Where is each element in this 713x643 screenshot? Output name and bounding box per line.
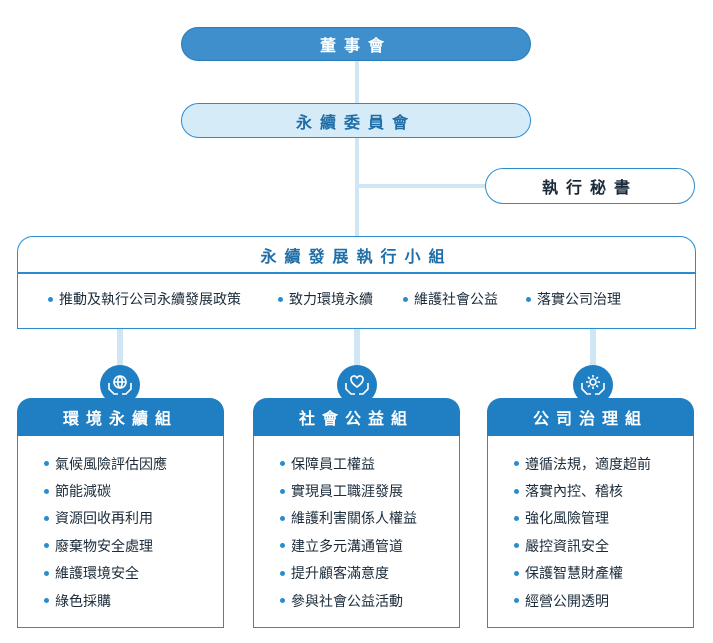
bullet-icon [44, 598, 49, 604]
bullet-icon [514, 598, 519, 604]
list-item: 提升顧客滿意度 [280, 560, 417, 587]
bullet-icon [280, 515, 285, 521]
bullet-icon [514, 488, 519, 494]
list-item: 維護利害關係人權益 [280, 505, 417, 532]
list-item: 節能減碳 [44, 477, 167, 504]
list-item: 參與社會公益活動 [280, 587, 417, 614]
bullet-icon [514, 461, 519, 467]
bullet-icon [280, 461, 285, 467]
team-title: 永續發展執行小組 [260, 247, 453, 266]
team-task-2: 致力環境永續 [278, 289, 373, 309]
bullet-icon [44, 543, 49, 549]
list-item: 強化風險管理 [514, 505, 651, 532]
list-item: 綠色採購 [44, 587, 167, 614]
bullet-icon [48, 296, 53, 302]
team-task-3: 維護社會公益 [403, 289, 498, 309]
group-env-title: 環境永續組 [62, 409, 178, 428]
team-task-4: 落實公司治理 [526, 289, 621, 309]
list-item: 經營公開透明 [514, 587, 651, 614]
bullet-icon [514, 515, 519, 521]
group-social-title: 社會公益組 [298, 409, 414, 428]
bullet-icon [280, 543, 285, 549]
list-item: 維護環境安全 [44, 560, 167, 587]
connector-board-committee [355, 60, 359, 104]
group-social-box: 保障員工權益 實現員工職涯發展 維護利害關係人權益 建立多元溝通管道 提升顧客滿… [253, 436, 460, 628]
group-env-header: 環境永續組 [17, 398, 224, 436]
bullet-icon [514, 543, 519, 549]
secretary-node: 執行秘書 [485, 168, 695, 204]
list-item: 落實內控、稽核 [514, 477, 651, 504]
team-task-1: 推動及執行公司永續發展政策 [48, 289, 241, 309]
group-gov-box: 遵循法規，適度超前 落實內控、稽核 強化風險管理 嚴控資訊安全 保護智慧財產權 … [487, 436, 694, 628]
group-env-box: 氣候風險評估因應 節能減碳 資源回收再利用 廢棄物安全處理 維護環境安全 綠色採… [17, 436, 224, 628]
bullet-icon [278, 296, 283, 302]
bullet-icon [44, 570, 49, 576]
list-item: 保障員工權益 [280, 450, 417, 477]
bullet-icon [403, 296, 408, 302]
committee-label: 永續委員會 [295, 112, 416, 132]
group-gov-header: 公司治理組 [487, 398, 694, 436]
board-node: 董事會 [181, 27, 531, 61]
connector-team-gov [590, 328, 596, 376]
bullet-icon [280, 570, 285, 576]
team-divider [18, 272, 695, 274]
bullet-icon [44, 461, 49, 467]
committee-node: 永續委員會 [181, 103, 531, 138]
connector-secretary [355, 184, 487, 188]
bullet-icon [526, 296, 531, 302]
team-box: 永續發展執行小組 推動及執行公司永續發展政策 致力環境永續 維護社會公益 落實公… [17, 236, 696, 329]
list-item: 廢棄物安全處理 [44, 532, 167, 559]
list-item: 保護智慧財產權 [514, 560, 651, 587]
list-item: 資源回收再利用 [44, 505, 167, 532]
group-gov-title: 公司治理組 [532, 409, 648, 428]
connector-team-social [354, 328, 360, 376]
bullet-icon [44, 515, 49, 521]
bullet-icon [514, 570, 519, 576]
board-label: 董事會 [319, 36, 392, 55]
list-item: 嚴控資訊安全 [514, 532, 651, 559]
list-item: 建立多元溝通管道 [280, 532, 417, 559]
list-item: 氣候風險評估因應 [44, 450, 167, 477]
bullet-icon [44, 488, 49, 494]
connector-team-env [117, 328, 123, 376]
bullet-icon [280, 488, 285, 494]
list-item: 遵循法規，適度超前 [514, 450, 651, 477]
group-social-header: 社會公益組 [253, 398, 460, 436]
secretary-label: 執行秘書 [541, 178, 638, 197]
bullet-icon [280, 598, 285, 604]
list-item: 實現員工職涯發展 [280, 477, 417, 504]
